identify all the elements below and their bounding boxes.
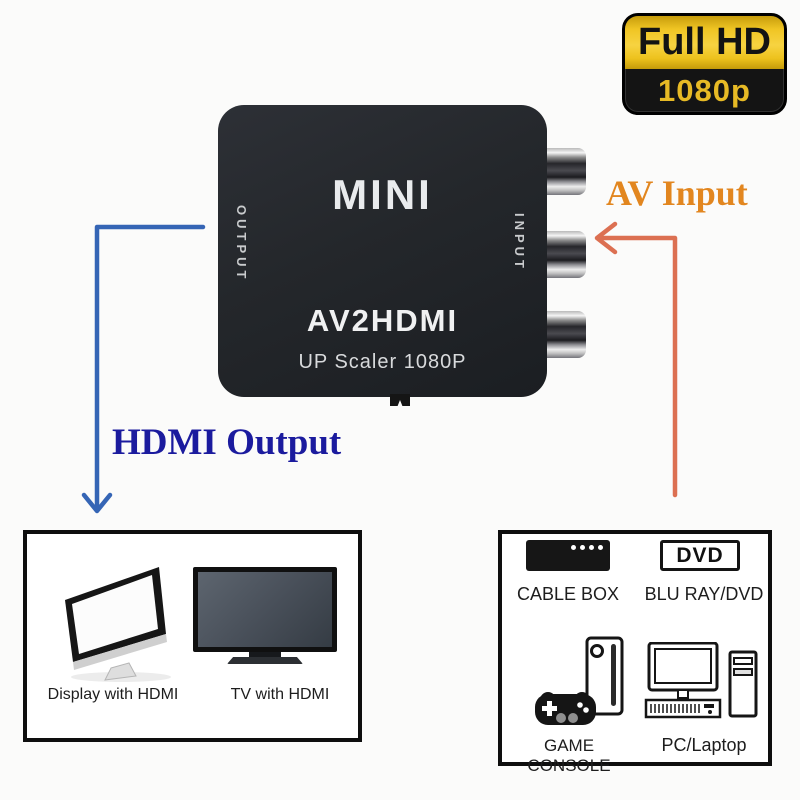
game-console-icon: [535, 636, 624, 725]
dvd-player-icon: DVD: [660, 540, 740, 571]
pc-icon: [644, 642, 758, 719]
cable-box-label: CABLE BOX: [516, 584, 620, 604]
tv-stand-base: [227, 657, 303, 664]
hdmi-devices-panel: Display with HDMI TV with HDMI: [23, 530, 362, 742]
mini-logo: MINI: [332, 171, 433, 218]
output-port-label: OUTPUT: [234, 205, 249, 283]
av-input-label: AV Input: [606, 173, 748, 213]
imac-monitor-icon: [65, 567, 171, 682]
cable-box-leds: [571, 545, 603, 550]
converter-device: MINI AV2HDMI UP Scaler 1080P OUTPUT INPU…: [218, 105, 547, 406]
cable-box-icon: [526, 540, 610, 571]
display-with-hdmi-label: Display with HDMI: [47, 686, 179, 703]
hdmi-output-arrow: [81, 224, 206, 514]
input-port-label: INPUT: [512, 213, 527, 272]
rca-jack-video: [540, 148, 586, 195]
full-hd-badge: Full HD 1080p: [622, 13, 787, 115]
av-sources-panel: DVD CABLE BOX BLU RAY/DVD GAME CONSOLE: [498, 530, 772, 775]
tv-icon: [193, 567, 337, 652]
tv-stand-neck: [249, 652, 281, 657]
blu-ray-dvd-label: BLU RAY/DVD: [644, 584, 764, 604]
hdmi-output-label: HDMI Output: [112, 422, 342, 463]
rca-jack-audio-right: [540, 311, 586, 358]
av-input-arrow: [594, 221, 678, 498]
rca-jack-audio-left: [540, 231, 586, 278]
full-hd-badge-subtitle: 1080p: [658, 72, 751, 108]
tv-with-hdmi-label: TV with HDMI: [230, 686, 330, 703]
pc-laptop-label: PC/Laptop: [661, 735, 747, 755]
full-hd-badge-title: Full HD: [625, 16, 784, 69]
dvd-icon-text: DVD: [676, 543, 724, 567]
device-switch-nub: [390, 394, 410, 406]
device-model-text: AV2HDMI: [306, 303, 459, 338]
game-console-label: GAME CONSOLE: [527, 736, 611, 775]
device-subtitle-text: UP Scaler 1080P: [298, 351, 467, 373]
